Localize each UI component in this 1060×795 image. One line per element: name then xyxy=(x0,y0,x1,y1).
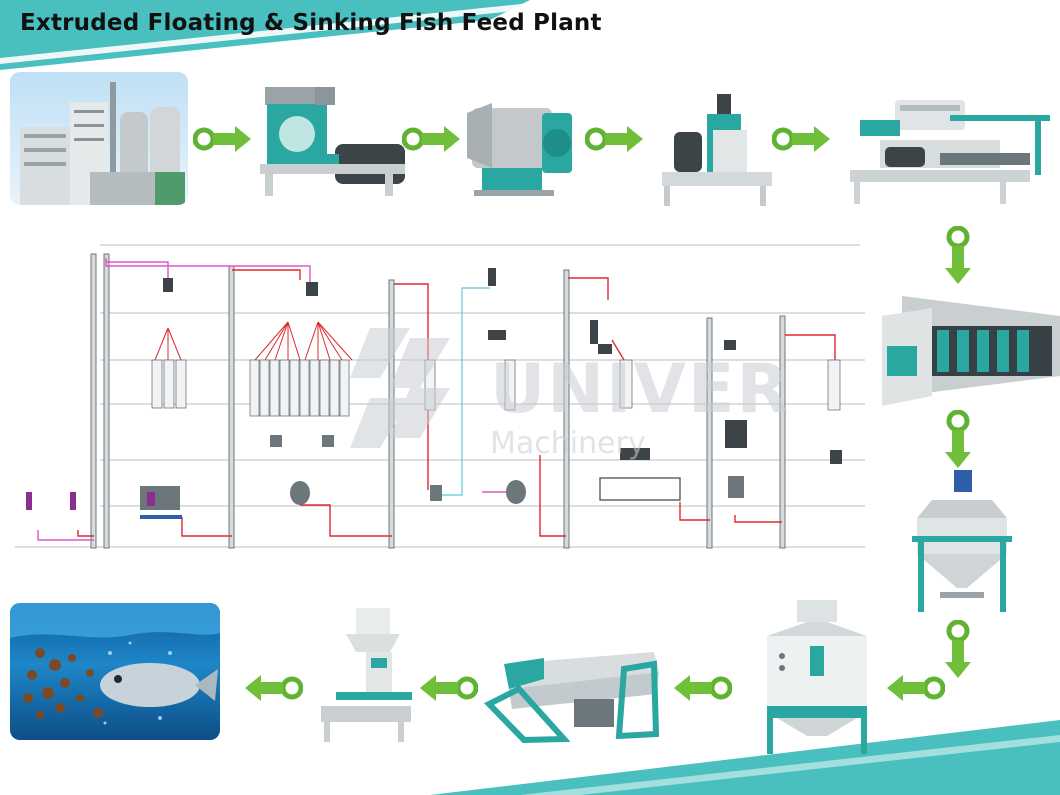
arrow-right-icon xyxy=(193,126,251,152)
mixer-icon xyxy=(467,103,572,196)
watermark-brand: UNIVER xyxy=(490,350,791,429)
watermark-sub: Machinery xyxy=(490,426,646,461)
hammer-mill-icon xyxy=(260,87,405,196)
coater-icon xyxy=(912,470,1012,612)
arrow-left-icon xyxy=(887,675,945,701)
arrow-right-icon xyxy=(772,126,830,152)
factory-photo xyxy=(10,72,188,205)
extruder-icon xyxy=(850,100,1050,204)
arrow-down-icon xyxy=(945,410,971,468)
watermark-logo-icon xyxy=(350,328,450,448)
arrow-left-icon xyxy=(420,675,478,701)
page-title: Extruded Floating & Sinking Fish Feed Pl… xyxy=(20,10,602,36)
arrow-down-icon xyxy=(945,620,971,678)
watermark: UNIVER Machinery xyxy=(490,350,791,461)
arrow-down-icon xyxy=(945,226,971,284)
arrow-left-icon xyxy=(674,675,732,701)
cooler-icon xyxy=(767,600,867,754)
arrow-left-icon xyxy=(245,675,303,701)
fish-photo xyxy=(10,603,220,740)
arrow-right-icon xyxy=(585,126,643,152)
arrow-right-icon xyxy=(402,126,460,152)
pulverizer-icon xyxy=(662,94,772,206)
screener-icon xyxy=(484,652,660,744)
process-flow-schematic xyxy=(15,244,865,549)
dryer-icon xyxy=(882,296,1060,406)
packing-machine-icon xyxy=(321,608,412,742)
